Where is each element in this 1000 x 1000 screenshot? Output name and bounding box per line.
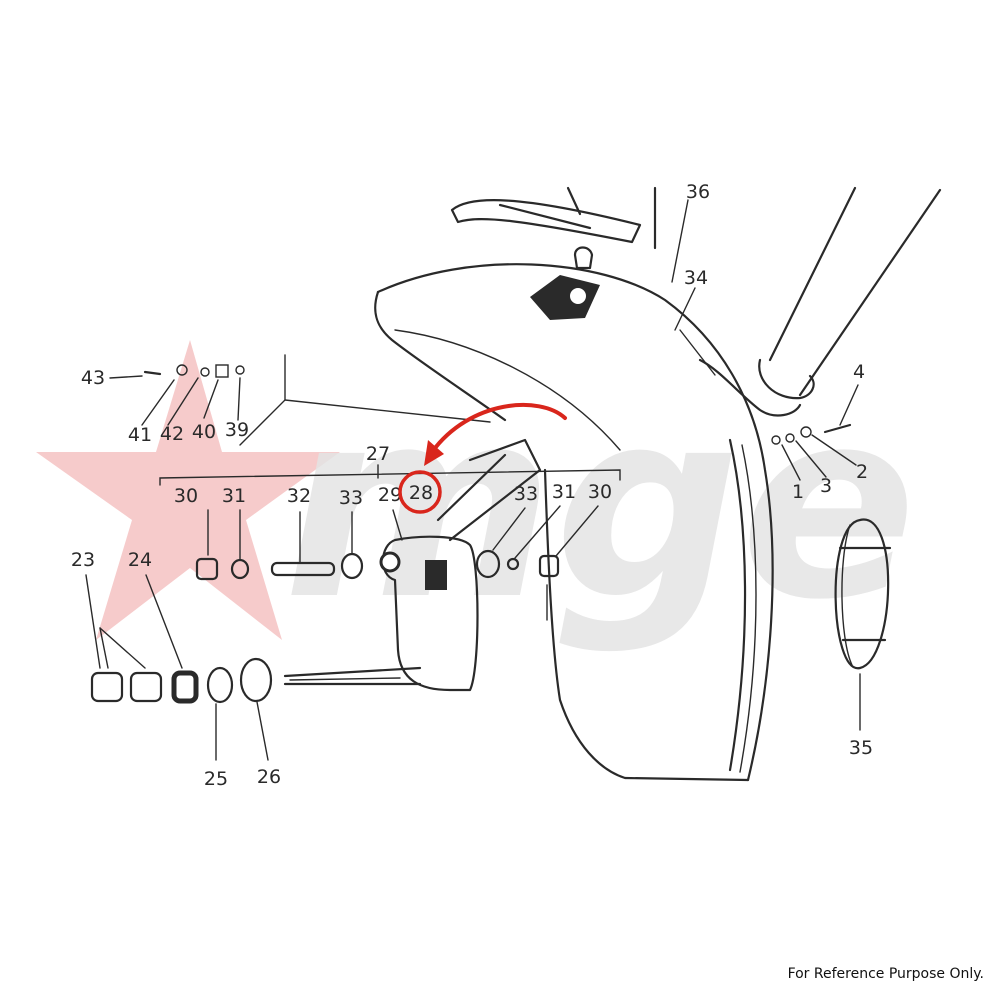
part-number-35: 35 <box>849 737 873 759</box>
watermark-text: mge <box>283 355 916 657</box>
part-number-32: 32 <box>287 485 311 507</box>
part-number-4: 4 <box>853 361 865 383</box>
part-number-42: 42 <box>160 423 184 445</box>
highlight-arrow-head <box>424 440 444 466</box>
part-number-34: 34 <box>684 267 708 289</box>
part-number-3: 3 <box>820 475 832 497</box>
part-number-41: 41 <box>128 424 152 446</box>
part-number-30-right: 30 <box>588 481 612 503</box>
watermark-logo: mge <box>36 340 917 657</box>
top-trim-drawing <box>450 186 657 270</box>
part-number-28: 28 <box>409 482 433 504</box>
highlight-annotation <box>398 402 567 514</box>
part-number-30-left: 30 <box>174 485 198 507</box>
part-number-26: 26 <box>257 766 281 788</box>
pivot-parts-drawing <box>195 549 560 581</box>
part-number-33-left: 33 <box>339 487 363 509</box>
tyre-part-drawing <box>834 518 892 670</box>
highlight-circle <box>398 470 442 514</box>
part-number-31-left: 31 <box>222 485 246 507</box>
fork-leg-drawing <box>679 186 942 417</box>
part-number-39: 39 <box>225 419 249 441</box>
swing-arm-drawing <box>283 438 542 692</box>
part-number-23: 23 <box>71 549 95 571</box>
part-number-24: 24 <box>128 549 152 571</box>
watermark-star-shape <box>36 340 340 640</box>
bearings-drawing <box>90 657 273 704</box>
part-number-31-right: 31 <box>552 481 576 503</box>
reference-note: For Reference Purpose Only. <box>787 966 984 982</box>
small-hardware-drawing <box>143 364 852 445</box>
part-number-43: 43 <box>81 367 105 389</box>
part-number-25: 25 <box>204 768 228 790</box>
part-number-27: 27 <box>366 443 390 465</box>
part-number-36: 36 <box>686 181 710 203</box>
part-number-1: 1 <box>792 481 804 503</box>
part-number-33-right: 33 <box>514 483 538 505</box>
part-number-40: 40 <box>192 421 216 443</box>
part-number-29: 29 <box>378 484 402 506</box>
part-number-2: 2 <box>856 461 868 483</box>
leader-lines <box>85 199 861 761</box>
part-number-labels: 1 2 3 4 23 24 25 26 27 28 29 30 31 32 33… <box>71 181 873 790</box>
highlight-arrow <box>430 402 567 454</box>
front-fender-drawing <box>374 263 774 782</box>
